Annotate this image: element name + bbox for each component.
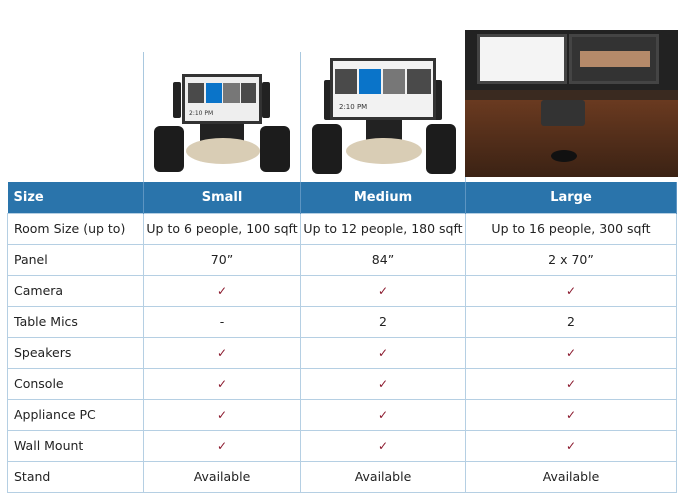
check-icon: ✓ bbox=[143, 429, 301, 462]
column-header: Medium bbox=[300, 182, 466, 213]
check-icon: ✓ bbox=[300, 367, 466, 400]
check-icon: ✓ bbox=[300, 398, 466, 431]
table-row: Camera✓✓✓ bbox=[7, 274, 677, 307]
comparison-table: Size Small Medium Large Room Size (up to… bbox=[7, 182, 677, 493]
check-icon: ✓ bbox=[465, 274, 677, 307]
table-row: Appliance PC✓✓✓ bbox=[7, 398, 677, 431]
column-header: Large bbox=[465, 182, 677, 213]
screen-time: 2:10 PM bbox=[339, 103, 368, 111]
table-cell: 2 bbox=[465, 305, 677, 338]
row-label: Camera bbox=[7, 274, 144, 307]
table-cell: Up to 6 people, 100 sqft bbox=[143, 212, 301, 245]
row-label: Console bbox=[7, 367, 144, 400]
table-cell: Available bbox=[143, 460, 301, 493]
check-icon: ✓ bbox=[300, 429, 466, 462]
check-icon: ✓ bbox=[465, 336, 677, 369]
check-icon: ✓ bbox=[465, 429, 677, 462]
check-icon: ✓ bbox=[143, 367, 301, 400]
medium-room-photo: 2:10 PM bbox=[306, 52, 461, 178]
divider bbox=[143, 52, 144, 182]
room-photos: 2:10 PM 2:10 PM bbox=[0, 0, 686, 182]
table-cell: 2 bbox=[300, 305, 466, 338]
row-label: Room Size (up to) bbox=[7, 212, 144, 245]
small-room-photo: 2:10 PM bbox=[148, 60, 296, 178]
column-header: Size bbox=[7, 182, 144, 213]
screen-time: 2:10 PM bbox=[189, 110, 214, 117]
check-icon: ✓ bbox=[465, 367, 677, 400]
large-room-photo bbox=[465, 30, 678, 177]
column-header: Small bbox=[143, 182, 301, 213]
check-icon: ✓ bbox=[143, 274, 301, 307]
table-cell: 2 x 70” bbox=[465, 243, 677, 276]
row-label: Speakers bbox=[7, 336, 144, 369]
table-cell: Up to 16 people, 300 sqft bbox=[465, 212, 677, 245]
check-icon: ✓ bbox=[143, 398, 301, 431]
table-cell: Available bbox=[300, 460, 466, 493]
table-cell: Available bbox=[465, 460, 677, 493]
table-row: Console✓✓✓ bbox=[7, 367, 677, 400]
table-cell: - bbox=[143, 305, 301, 338]
check-icon: ✓ bbox=[143, 336, 301, 369]
table-cell: 84” bbox=[300, 243, 466, 276]
table-header-row: Size Small Medium Large bbox=[7, 182, 677, 213]
table-row: Room Size (up to)Up to 6 people, 100 sqf… bbox=[7, 212, 677, 245]
check-icon: ✓ bbox=[300, 336, 466, 369]
table-cell: 70” bbox=[143, 243, 301, 276]
row-label: Appliance PC bbox=[7, 398, 144, 431]
row-label: Panel bbox=[7, 243, 144, 276]
divider bbox=[300, 52, 301, 182]
row-label: Table Mics bbox=[7, 305, 144, 338]
row-label: Wall Mount bbox=[7, 429, 144, 462]
table-row: Wall Mount✓✓✓ bbox=[7, 429, 677, 462]
row-label: Stand bbox=[7, 460, 144, 493]
table-row: Speakers✓✓✓ bbox=[7, 336, 677, 369]
table-cell: Up to 12 people, 180 sqft bbox=[300, 212, 466, 245]
check-icon: ✓ bbox=[465, 398, 677, 431]
check-icon: ✓ bbox=[300, 274, 466, 307]
